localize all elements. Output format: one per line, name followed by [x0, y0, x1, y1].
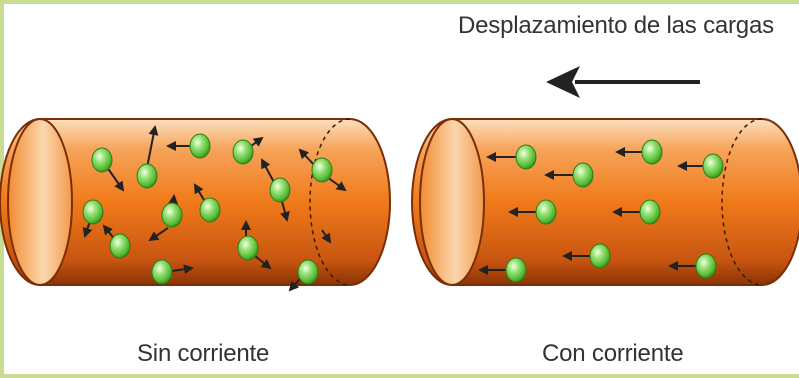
charge-icon — [703, 154, 723, 178]
charge-icon — [536, 200, 556, 224]
charge-icon — [506, 258, 526, 282]
charge-icon — [516, 145, 536, 169]
left-arrow-icon — [546, 66, 700, 98]
charge-icon — [233, 140, 253, 164]
charge-icon — [573, 163, 593, 187]
charge-icon — [92, 148, 112, 172]
label-with-current: Con corriente — [542, 340, 683, 368]
charge-icon — [238, 236, 258, 260]
charge-icon — [152, 260, 172, 284]
label-without-current: Sin corriente — [137, 340, 269, 368]
slide-frame-top — [0, 0, 799, 4]
charge-icon — [190, 134, 210, 158]
slide-frame-bottom — [0, 374, 799, 378]
charge-icon — [83, 200, 103, 224]
charge-icon — [696, 254, 716, 278]
charge-icon — [110, 234, 130, 258]
charge-icon — [312, 158, 332, 182]
charge-icon — [162, 203, 182, 227]
cylinder-left-cap — [8, 119, 72, 285]
direction-label: Desplazamiento de las cargas — [458, 12, 774, 40]
charge-icon — [642, 140, 662, 164]
charge-icon — [270, 178, 290, 202]
cylinder-right-cap — [420, 119, 484, 285]
charge-icon — [200, 198, 220, 222]
charge-icon — [298, 260, 318, 284]
charge-icon — [137, 164, 157, 188]
charge-icon — [590, 244, 610, 268]
charge-icon — [640, 200, 660, 224]
